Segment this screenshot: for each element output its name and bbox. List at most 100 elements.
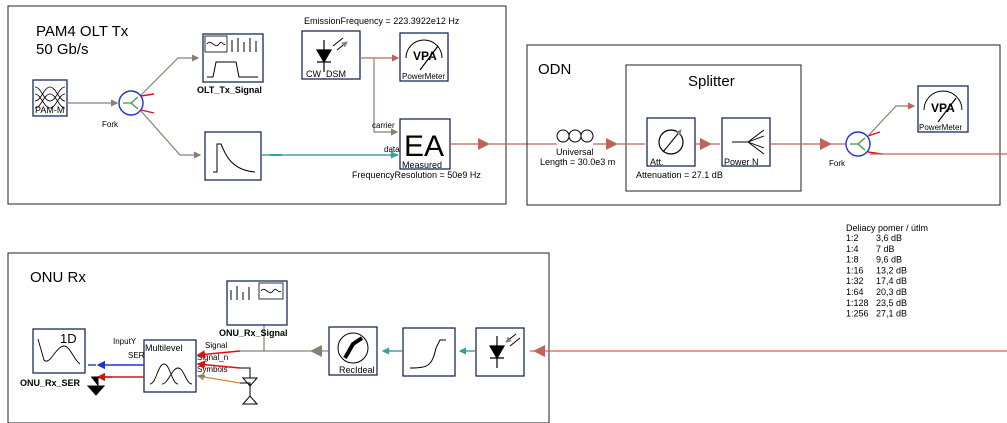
ground-symbol-1 xyxy=(240,367,259,387)
plot-icon xyxy=(37,338,81,365)
cw-dsm-block[interactable]: EmissionFrequency = 223.3922e12 Hz CW_DS… xyxy=(301,16,460,80)
table-ratio-cell: 1:32 xyxy=(846,276,864,286)
fork1-out-stub-bottom xyxy=(140,109,155,114)
filter-block[interactable] xyxy=(204,131,262,181)
powermeter1-block[interactable]: VPA PowerMeter xyxy=(399,32,449,82)
fork1-label: Fork xyxy=(102,120,119,129)
powermeter1-label: PowerMeter xyxy=(402,72,445,81)
receiver-icon xyxy=(337,332,369,364)
onu-rx-signal-label: ONU_Rx_Signal xyxy=(219,328,288,338)
fiber-label: Universal xyxy=(556,147,594,157)
splitter-icon xyxy=(732,129,765,155)
fork1-block[interactable]: Fork xyxy=(102,90,144,129)
eye-diagram-icon xyxy=(34,86,66,109)
lowpass-filter-icon xyxy=(213,143,256,173)
multilevel-block[interactable]: Multilevel xyxy=(143,339,197,393)
olt-title-line1: PAM4 OLT Tx xyxy=(36,23,129,40)
wire-fork2-to-powermeter xyxy=(867,102,916,137)
onu-title: ONU Rx xyxy=(30,269,86,286)
gauge-icon xyxy=(405,39,443,59)
ser-port-label: SER xyxy=(128,351,145,360)
table-loss-cell: 13,2 dB xyxy=(876,265,907,275)
power-n-block[interactable]: Power N xyxy=(721,117,771,167)
vpa-icon: VPA xyxy=(413,49,437,63)
ground-symbol-3 xyxy=(86,376,106,396)
onu-rx-signal-block[interactable]: ONU_Rx_Signal xyxy=(219,280,288,338)
powermeter2-block[interactable]: VPA PowerMeter xyxy=(917,85,969,133)
attenuator-icon xyxy=(658,129,684,155)
recideal-label: RecIdeal xyxy=(339,365,375,375)
ea-modulator-block[interactable]: EA Measured xyxy=(399,118,451,170)
attenuation-label: Attenuation = 27.1 dB xyxy=(636,170,723,180)
rx-filter-block[interactable] xyxy=(402,327,456,377)
signal-port-label: Signal xyxy=(205,341,227,350)
fiber-coil-icon xyxy=(556,129,570,143)
table-loss-cell: 3,6 dB xyxy=(876,233,902,243)
photodiode-block[interactable] xyxy=(475,327,525,377)
onu-rx-ser-label: ONU_Rx_SER xyxy=(20,378,81,388)
wire-signal-n-in xyxy=(196,360,241,369)
emission-frequency-label: EmissionFrequency = 223.3922e12 Hz xyxy=(304,16,460,26)
fork2-out-stub-top xyxy=(867,131,881,137)
splitter-frame xyxy=(625,64,802,192)
table-loss-cell: 7 dB xyxy=(876,244,895,254)
multilevel-label: Multilevel xyxy=(145,343,183,353)
symbols-port-label: Symbols xyxy=(197,365,228,374)
splitting-ratio-table: Deliacy pomer / útlm 1:2 3,6 dB 1:4 7 dB 1:8… xyxy=(846,223,928,319)
spectrum-icon xyxy=(230,286,250,300)
pam-m-label: PAM-M xyxy=(35,105,64,115)
cw-dsm-label: CW_DSM xyxy=(306,69,346,79)
table-ratio-cell: 1:256 xyxy=(846,309,869,319)
laser-diode-icon xyxy=(315,40,333,72)
odn-title: ODN xyxy=(538,61,571,78)
pam-m-block[interactable]: PAM-M xyxy=(32,79,68,117)
pulse-icon xyxy=(207,61,258,78)
table-loss-cell: 17,4 dB xyxy=(876,276,907,286)
inputy-port-label: InputY xyxy=(113,337,137,346)
att-label: Att. xyxy=(650,157,664,167)
table-ratio-cell: 1:64 xyxy=(846,287,864,297)
onu-rx-ser-block[interactable]: 1D ONU_Rx_SER xyxy=(20,328,86,388)
fork1-out-stub-top xyxy=(140,93,155,97)
data-port-label: data xyxy=(384,145,400,154)
onu-frame xyxy=(7,252,550,423)
carrier-port-label: carrier xyxy=(372,121,395,130)
olt-tx-signal-label: OLT_Tx_Signal xyxy=(197,85,262,95)
table-header: Deliacy pomer / útlm xyxy=(846,223,928,233)
vpa-icon-2: VPA xyxy=(931,101,955,115)
splitter-title: Splitter xyxy=(688,73,735,90)
fork2-block[interactable]: Fork xyxy=(829,131,871,168)
eye-icon xyxy=(260,288,282,294)
table-ratio-cell: 1:2 xyxy=(846,233,859,243)
attenuator-block[interactable]: Att. xyxy=(646,117,696,167)
ea-icon: EA xyxy=(404,130,444,163)
power-n-label: Power N xyxy=(724,157,759,167)
wire-fork-to-oltsignal xyxy=(140,54,200,96)
table-ratio-cell: 1:16 xyxy=(846,265,864,275)
filter-response-icon xyxy=(409,339,446,369)
fork-icon xyxy=(123,96,139,110)
frequency-resolution-label: FrequencyResolution = 50e9 Hz xyxy=(352,170,481,180)
table-ratio-cell: 1:4 xyxy=(846,244,859,254)
table-ratio-cell: 1:8 xyxy=(846,255,859,265)
gauge-icon xyxy=(923,90,963,111)
distribution-icon xyxy=(149,363,193,385)
table-loss-cell: 27,1 dB xyxy=(876,309,907,319)
ground-symbol-2 xyxy=(240,382,259,405)
1d-icon: 1D xyxy=(60,331,77,346)
fork-icon xyxy=(850,137,866,151)
recideal-block[interactable]: RecIdeal xyxy=(328,326,378,376)
table-loss-cell: 23,5 dB xyxy=(876,298,907,308)
photodiode-icon xyxy=(488,336,506,368)
table-ratio-cell: 1:128 xyxy=(846,298,869,308)
fiber-length: Length = 30.0e3 m xyxy=(540,157,615,167)
olt-tx-signal-block[interactable]: OLT_Tx_Signal xyxy=(197,33,264,95)
eye-icon xyxy=(206,41,226,47)
wire-laser-to-ea xyxy=(373,58,399,136)
wire-signal-in xyxy=(196,350,241,359)
fiber-block[interactable]: Universal Length = 30.0e3 m xyxy=(540,129,615,167)
wire-symbols-in xyxy=(196,373,241,384)
table-loss-cell: 20,3 dB xyxy=(876,287,907,297)
spectrum-icon xyxy=(231,38,257,52)
wire-fork-to-filter xyxy=(140,110,202,159)
